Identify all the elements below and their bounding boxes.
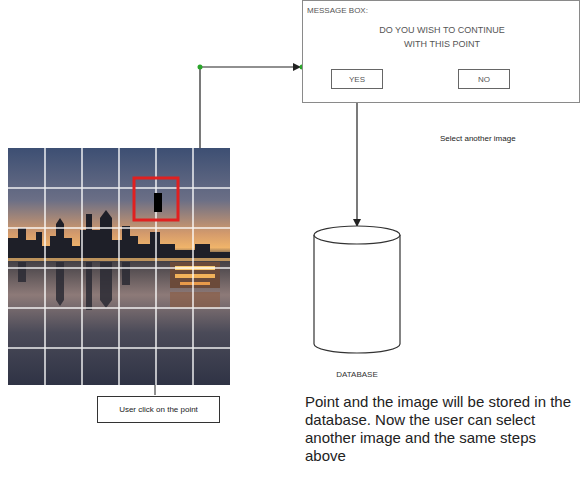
junction-dot <box>198 65 203 70</box>
no-button: NO <box>458 69 510 89</box>
node-text: NO <box>478 75 490 84</box>
node-text: DATABASE <box>313 370 401 379</box>
message-box: YES NO MESSAGE BOX: DO YOU WISH TO CONTINUE… <box>302 0 580 103</box>
process-box: User click on the point <box>97 396 220 423</box>
leader-line <box>155 385 156 395</box>
cylinder-outline <box>313 225 401 355</box>
flow-arrow <box>200 67 300 148</box>
node-text: User click on the point <box>119 405 198 414</box>
database-cylinder: DATABASE <box>313 225 401 355</box>
node-text: YES <box>349 75 365 84</box>
yes-button: YES <box>331 69 383 89</box>
node-text: DO YOU WISH TO CONTINUE WITH THIS POINT <box>367 23 517 51</box>
skyline-photo <box>8 148 230 385</box>
description-text: Point and the image will be stored in th… <box>305 393 577 465</box>
note-text: Select another image <box>440 134 580 144</box>
flow-arrow <box>356 89 357 226</box>
node-text: MESSAGE BOX: <box>307 6 368 15</box>
